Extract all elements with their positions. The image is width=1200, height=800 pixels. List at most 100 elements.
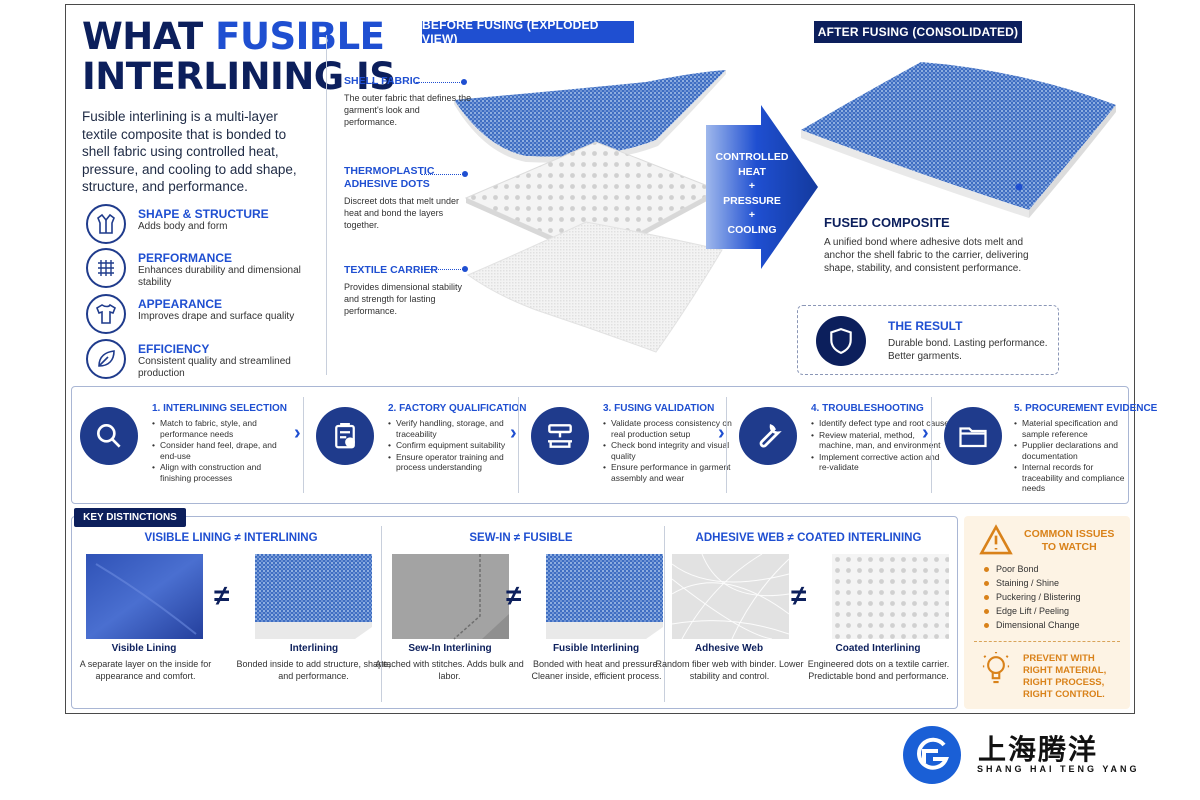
step-item: Material specification and sample refere… [1014, 418, 1129, 439]
step-item: Confirm equipment suitability [388, 440, 528, 451]
leader-line [416, 82, 464, 83]
divider [303, 397, 304, 493]
leader-dot [1015, 183, 1023, 191]
step-troubleshooting: 4. TROUBLESHOOTING Identify defect type … [731, 387, 949, 503]
wrench-icon [739, 407, 797, 465]
process-line: + [748, 180, 756, 192]
issue-item: Puckering / Blistering [984, 590, 1081, 604]
benefit-performance: PERFORMANCE Enhances durability and dime… [86, 248, 326, 292]
swatch-desc: Attached with stitches. Adds bulk and la… [375, 659, 524, 681]
issue-item: Poor Bond [984, 562, 1081, 576]
step-list: Match to fabric, style, and performance … [152, 418, 292, 484]
benefit-desc: Consistent quality and streamlined produ… [138, 356, 291, 379]
fused-title: FUSED COMPOSITE [824, 215, 950, 230]
tshirt-icon [86, 294, 126, 334]
prevent-text: PREVENT WITH RIGHT MATERIAL, RIGHT PROCE… [1023, 653, 1106, 701]
step-item: Validate process consistency on real pro… [603, 418, 743, 439]
step-item: Ensure operator training and process und… [388, 452, 528, 473]
swatch-desc: Random fiber web with binder. Lower stab… [655, 659, 804, 681]
issues-title-line: TO WATCH [1041, 541, 1097, 553]
layer-desc: The outer fabric that defines the garmen… [344, 93, 472, 127]
process-arrow [706, 105, 818, 269]
brand-name-cn: 上海腾洋 [978, 733, 1099, 766]
divider [518, 397, 519, 493]
issue-item: Edge Lift / Peeling [984, 604, 1081, 618]
step-item: Internal records for traceability and co… [1014, 462, 1129, 494]
jacket-icon [86, 204, 126, 244]
prevent-line: RIGHT CONTROL. [1023, 689, 1105, 700]
title-highlight: FUSIBLE [215, 15, 385, 58]
step-list: Verify handling, storage, and traceabili… [388, 418, 528, 474]
step-list: Validate process consistency on real pro… [603, 418, 743, 484]
intro-text: Fusible interlining is a multi-layer tex… [82, 109, 297, 194]
layer-title: TEXTILE CARRIER [344, 264, 438, 276]
step-title: 4. TROUBLESHOOTING [811, 403, 924, 414]
process-line: + [748, 209, 756, 221]
fusing-press-icon [531, 407, 589, 465]
layer-title: THERMOPLASTIC ADHESIVE DOTS [344, 165, 435, 190]
benefit-title: SHAPE & STRUCTURE [138, 207, 269, 221]
issues-list: Poor Bond Staining / Shine Puckering / B… [984, 562, 1081, 632]
benefit-appearance: APPEARANCE Improves drape and surface qu… [86, 294, 326, 338]
issue-item: Staining / Shine [984, 576, 1081, 590]
shell-fabric-layer [454, 70, 726, 157]
divider [726, 397, 727, 493]
step-item: Match to fabric, style, and performance … [152, 418, 292, 439]
result-box: THE RESULT Durable bond. Lasting perform… [797, 305, 1059, 375]
leader-line [421, 269, 463, 270]
step-title: 5. PROCUREMENT EVIDENCE [1014, 403, 1158, 414]
process-steps: 1. INTERLINING SELECTION Match to fabric… [71, 386, 1157, 504]
distinction-heading: ADHESIVE WEB ≠ COATED INTERLINING [695, 532, 922, 544]
distinction-heading: VISIBLE LINING ≠ INTERLINING [144, 532, 318, 544]
benefit-title: PERFORMANCE [138, 251, 233, 265]
sew-in-swatch [392, 554, 509, 640]
benefit-title: EFFICIENCY [138, 342, 210, 356]
swatch-label: Sew-In Interlining [408, 643, 492, 654]
fused-desc: A unified bond where adhesive dots melt … [824, 237, 1029, 274]
step-item: Review material, method, machine, man, a… [811, 430, 951, 451]
textile-carrier-layer [466, 221, 723, 353]
shield-icon [816, 316, 866, 366]
clipboard-check-icon [316, 407, 374, 465]
step-title: 3. FUSING VALIDATION [603, 403, 715, 414]
process-text: CONTROLLED HEAT + PRESSURE + COOLING [712, 150, 792, 237]
step-list: Material specification and sample refere… [1014, 418, 1129, 495]
prevent-line: RIGHT MATERIAL, [1023, 665, 1107, 676]
divider [381, 526, 382, 702]
chevron-right-icon: › [718, 422, 725, 444]
swatch-desc: A separate layer on the inside for appea… [79, 659, 212, 681]
not-equal-icon: ≠ [791, 580, 807, 611]
not-equal-icon: ≠ [506, 580, 522, 611]
swatch-label: Visible Lining [111, 643, 177, 654]
swatch-label: Fusible Interlining [552, 643, 640, 654]
step-item: Check bond integrity and visual quality [603, 440, 743, 461]
step-item: Identify defect type and root cause [811, 418, 951, 429]
step-title: 1. INTERLINING SELECTION [152, 403, 288, 414]
swatch-label: Interlining [289, 643, 339, 654]
step-item: Verify handling, storage, and traceabili… [388, 418, 528, 439]
leaf-icon [86, 339, 126, 379]
swatch-desc: Bonded inside to add structure, shape, a… [236, 659, 391, 681]
divider [664, 526, 665, 702]
adhesive-web-swatch [671, 553, 790, 640]
step-item: Ensure performance in garment assembly a… [603, 462, 743, 483]
distinction-heading: SEW-IN ≠ FUSIBLE [469, 532, 573, 544]
process-line: PRESSURE [723, 194, 781, 207]
benefit-efficiency: EFFICIENCY Consistent quality and stream… [86, 339, 326, 383]
fused-composite-illustration [801, 62, 1116, 218]
swatch-label: Coated Interlining [835, 643, 921, 654]
step-qualification: 2. FACTORY QUALIFICATION Verify handling… [308, 387, 527, 503]
step-item: Align with construction and finishing pr… [152, 462, 292, 483]
layer-label-carrier: TEXTILE CARRIER Provides dimensional sta… [344, 264, 474, 317]
benefit-desc: Improves drape and surface quality [138, 311, 295, 322]
swatch-desc: Bonded with heat and pressure. Cleaner i… [531, 659, 662, 681]
after-header: AFTER FUSING (CONSOLIDATED) [814, 21, 1022, 43]
title-line-2: INTERLINING IS [82, 55, 396, 98]
benefit-desc: Enhances durability and dimensional stab… [138, 265, 301, 288]
step-item: Pupplier declarations and documentation [1014, 440, 1129, 461]
before-header: BEFORE FUSING (EXPLODED VIEW) [422, 18, 634, 46]
key-distinctions-label: KEY DISTINCTIONS [74, 508, 186, 527]
step-item: Consider hand feel, drape, and end-use [152, 440, 292, 461]
not-equal-icon: ≠ [214, 580, 230, 611]
interlining-swatch [255, 554, 372, 639]
